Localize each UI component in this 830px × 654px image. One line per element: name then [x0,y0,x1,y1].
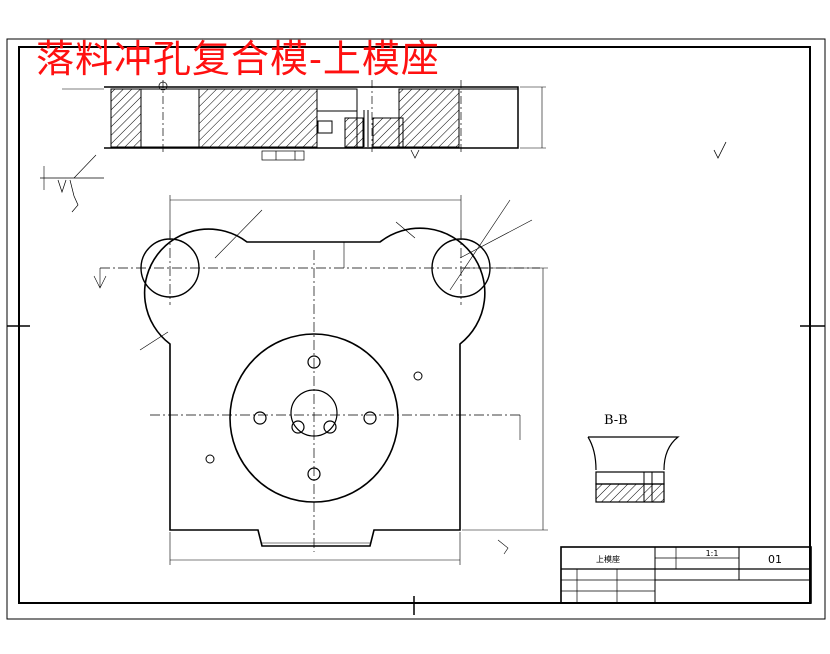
plan-view [93,195,548,565]
drawing-title: 落料冲孔复合模-上模座 [36,37,440,81]
title-block: 上模座 1:1 01 [560,546,812,604]
outer-border [6,38,826,620]
drawing-number: 01 [768,553,782,566]
part-name: 上模座 [596,554,620,564]
detail-sketch [40,154,104,213]
section-b-b [587,436,680,503]
section-label: B-B [604,413,628,428]
scale-value: 1:1 [706,549,719,558]
front-section-view [62,80,546,161]
roughness-symbol [713,141,727,159]
